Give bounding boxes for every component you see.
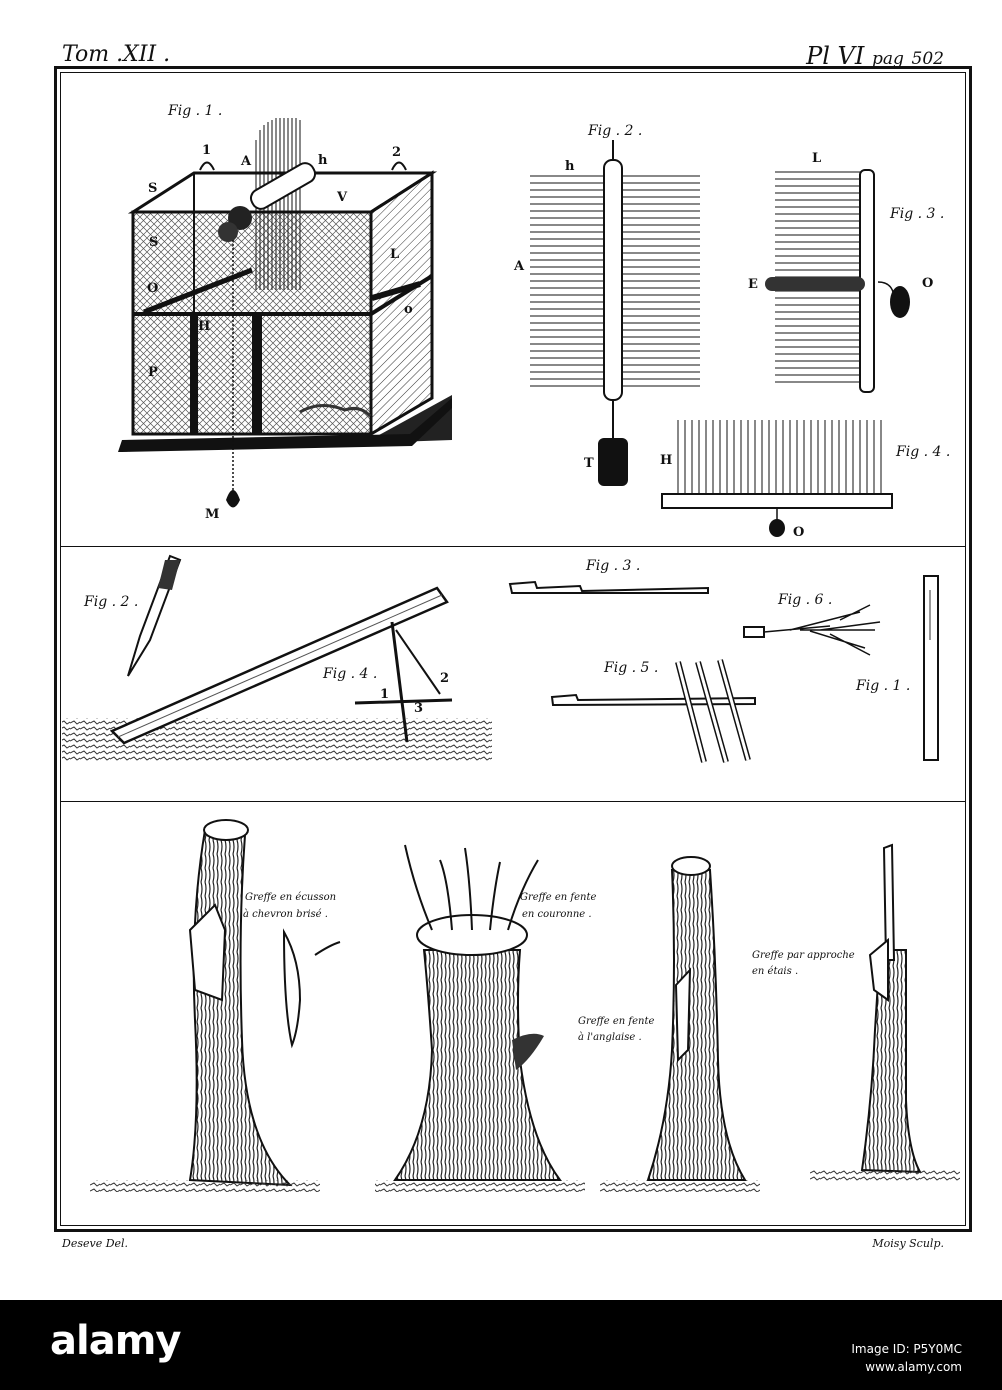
fig4-label-O: O [793,525,804,540]
graft2-caption-line1: Greffe en fente [520,892,596,903]
p2-fig5-label: Fig . 5 . [603,660,658,676]
cage-label-V: V [336,190,348,205]
p1-fig2-label: Fig . 2 . [587,123,642,139]
comb-weight-T [598,438,628,486]
alamy-logo[interactable]: alamy [50,1318,181,1364]
cage-debris [299,404,372,418]
graft1-caption-line2: à chevron brisé . [243,909,328,920]
p2-knife [127,554,182,677]
comb-spine [603,159,623,401]
cage-side-handle [371,281,421,301]
p2-fig3-stick [508,580,709,594]
fig4-bar [661,493,893,509]
site-url[interactable]: www.alamy.com [865,1360,962,1374]
cage-perch [143,267,253,315]
cage-label-H: H [198,319,210,334]
fig3-comb [765,169,910,393]
cage-label-P: P [148,365,158,380]
cage-label-M: M [205,507,219,522]
credit-draftsman: Deseve Del. [62,1237,129,1250]
p2-fig6-label: Fig . 6 . [777,592,832,608]
trap-stick [395,629,441,695]
cage-label-L: L [390,247,399,262]
p2-fig6-branch [743,604,881,656]
p2-fig2-label: Fig . 2 . [83,594,138,610]
cage-label-h: h [318,153,328,168]
trap-post [390,621,409,743]
plank [109,586,449,745]
trap-label-2: 2 [440,671,449,686]
plate-number: Pl VI [806,42,865,70]
comb-label-A: A [513,259,525,274]
cage-label-1: 1 [202,143,211,158]
fig4-weight [769,519,785,537]
trap-label-1: 1 [380,687,389,702]
cage-base [118,398,452,452]
cage-label-A: A [240,154,252,169]
panel-divider-bottom [60,801,966,802]
stock-footer-bar [0,1300,1002,1390]
graft3-caption-line1: Greffe en fente [578,1016,654,1027]
cage-ring-1 [199,161,215,171]
p2-fig1-pole [923,575,939,761]
page-number: 502 [911,49,944,69]
fig1-cage [118,118,452,508]
cage-front-post [190,312,198,434]
cage-partition [252,314,262,434]
p1-fig3-label: Fig . 3 . [889,206,944,222]
tree-2 [375,844,585,1192]
fig4-label-H: H [660,453,672,468]
p2-fig3-label: Fig . 3 . [585,558,640,574]
graft4-caption-line1: Greffe par approche [752,950,855,961]
cage-label-o: o [404,302,413,317]
p2-fig1-label: Fig . 1 . [855,678,910,694]
cage-ring-2 [391,161,407,171]
plate-outer-border [54,66,972,1232]
comb-label-T: T [584,456,594,471]
fig3-label-L: L [812,151,821,166]
graft1-caption-line1: Greffe en écusson [245,892,336,903]
trap-bar [354,698,453,705]
plate-inner-border [60,72,966,1226]
p1-fig4-label: Fig . 4 . [895,444,950,460]
fig4-comb [661,420,893,537]
graft3-caption-line2: à l'anglaise . [578,1032,642,1043]
trap-label-3: 3 [414,701,423,716]
tree-4 [810,843,960,1182]
cage-shelf-side [369,274,434,316]
image-id: Image ID: P5Y0MC [851,1342,962,1356]
cage-label-S-left: S [149,235,158,250]
engraving-illustration: Fig . 1 . 1 A h 2 S V S L O o H P M Fig … [62,103,960,1192]
fig2-comb [530,140,700,486]
tree-1 [90,819,341,1192]
fig3-weight-O [890,286,910,318]
fig3-label-O: O [922,276,933,291]
p2-plank-trap [62,586,492,762]
cage-weight-ball-2 [218,222,238,242]
panel-divider-top [60,546,966,547]
page-prefix: pag [872,49,904,69]
credit-engraver: Moisy Sculp. [872,1237,944,1250]
cage-label-O: O [147,281,158,296]
cage-plumb-weight [226,490,240,508]
comb-label-h: h [565,159,575,174]
plate-label: Pl VI pag 502 [806,42,944,70]
stock-image-info: Image ID: P5Y0MC www.alamy.com [851,1340,962,1376]
cage-side [369,170,434,437]
p2-fig4-label: Fig . 4 . [322,666,377,682]
cage-label-2: 2 [392,145,401,160]
cage-roller [249,162,317,210]
fig3-label-E: E [748,277,758,292]
p1-fig1-label: Fig . 1 . [167,103,222,119]
fig3-peg-E [765,277,865,291]
p2-fig5-sticks [550,659,756,763]
graft2-caption-line2: en couronne . [522,909,592,920]
cage-label-S-top: S [148,181,157,196]
volume-label: Tom .XII . [62,42,171,67]
tree-3 [600,856,760,1192]
graft4-caption-line2: en étais . [752,966,798,977]
